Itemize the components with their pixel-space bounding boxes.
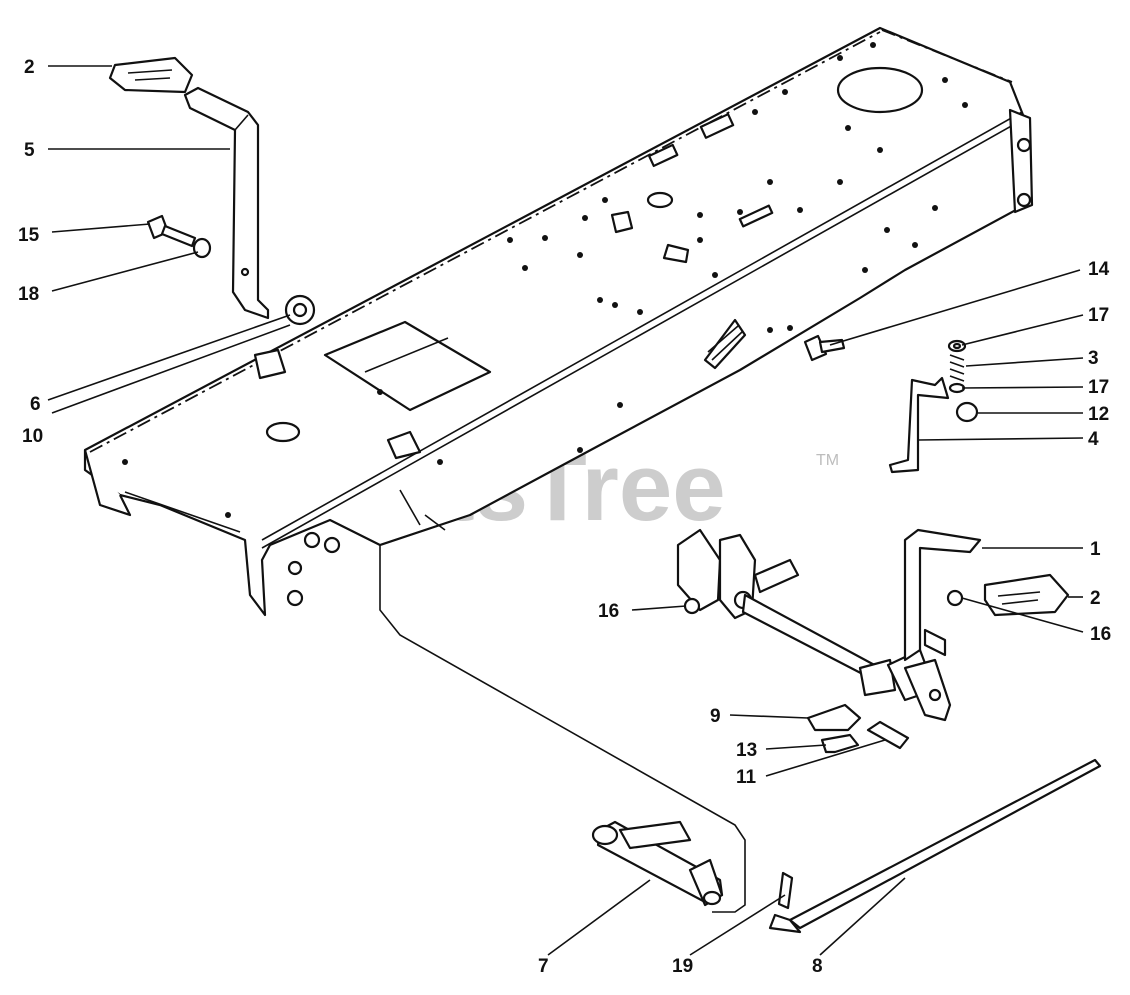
callout-6[interactable]: 6 (30, 394, 41, 415)
callout-11[interactable]: 11 (736, 767, 757, 788)
callout-16-left[interactable]: 16 (598, 601, 619, 622)
frame (83, 26, 1034, 617)
callout-4[interactable]: 4 (1088, 429, 1099, 450)
leader-lines (47, 65, 1084, 956)
callout-1[interactable]: 1 (1090, 539, 1101, 560)
callout-3[interactable]: 3 (1088, 348, 1099, 369)
callout-15[interactable]: 15 (18, 225, 40, 246)
pedal-pad-left (108, 56, 194, 94)
watermark-trademark: TM (816, 452, 839, 469)
callout-13[interactable]: 13 (736, 740, 757, 761)
callout-17-bottom[interactable]: 17 (1088, 377, 1109, 398)
callout-2-top[interactable]: 2 (24, 57, 35, 78)
callout-2-right[interactable]: 2 (1090, 588, 1101, 609)
callout-18[interactable]: 18 (18, 284, 39, 305)
pedal-arm-left (183, 86, 270, 320)
callout-8[interactable]: 8 (812, 956, 823, 977)
callout-5[interactable]: 5 (24, 140, 35, 161)
bolt-and-washer-left (146, 214, 212, 259)
callout-19[interactable]: 19 (672, 956, 693, 977)
bushing-left (284, 294, 316, 326)
pedal-shaft-assembly (676, 528, 1070, 754)
callout-17-top[interactable]: 17 (1088, 305, 1109, 326)
bolt-14 (803, 334, 846, 362)
callout-14[interactable]: 14 (1088, 259, 1110, 280)
cross-shaft (379, 545, 746, 913)
callout-9[interactable]: 9 (710, 706, 721, 727)
callouts: 2 5 15 18 6 10 14 17 3 17 12 4 1 2 16 16… (18, 57, 1111, 977)
callout-16-right[interactable]: 16 (1090, 624, 1111, 645)
callout-7[interactable]: 7 (538, 956, 549, 977)
callout-10[interactable]: 10 (22, 426, 43, 447)
callout-12[interactable]: 12 (1088, 404, 1109, 425)
control-rod (768, 758, 1102, 934)
linkage-rod-spring (888, 339, 979, 474)
